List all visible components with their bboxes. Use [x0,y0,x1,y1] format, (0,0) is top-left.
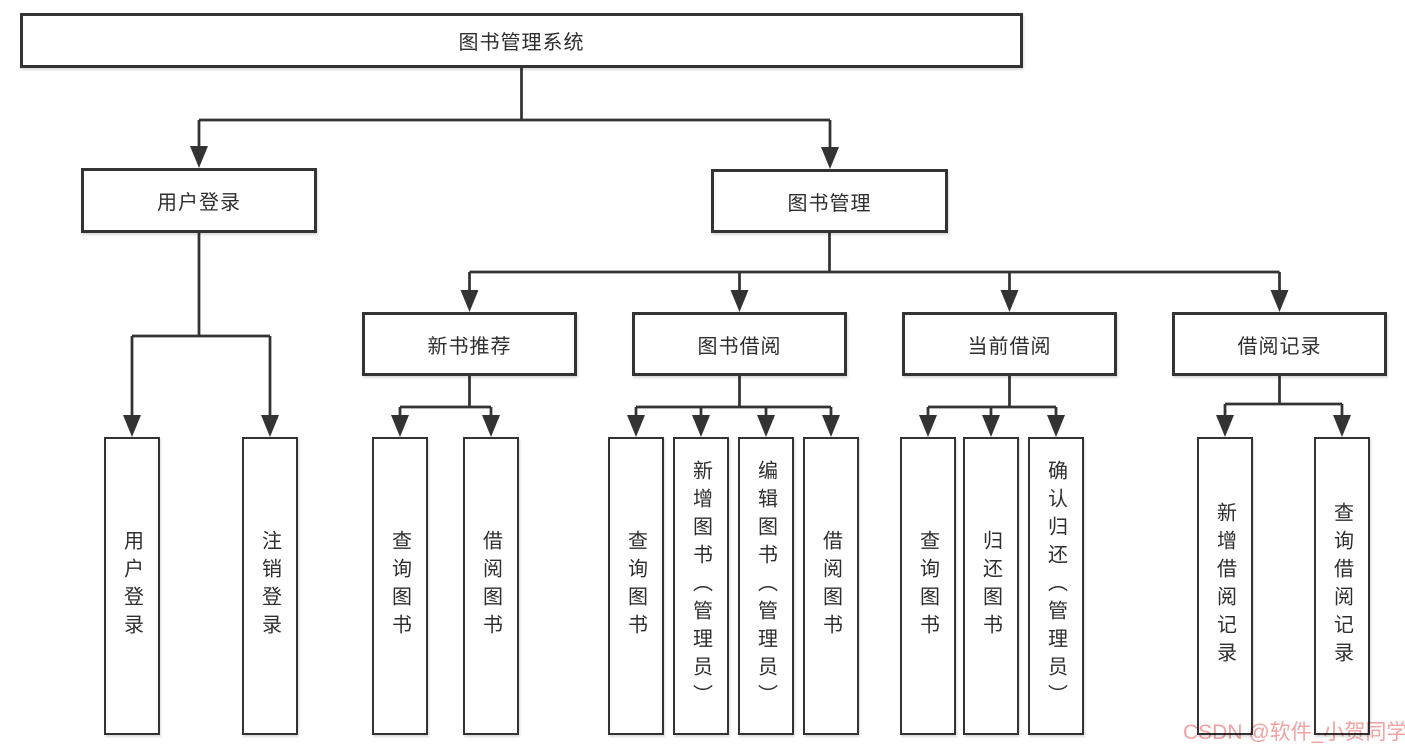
arrowhead-icon [190,146,208,168]
connector-records-to-leaves [1223,376,1344,421]
arrowhead-icon [391,415,409,437]
leaf-query-borrow-record: 查询借阅记录 [1314,437,1370,735]
arrowhead-icon [1000,290,1019,312]
leaf-borrow-books-recommend: 借阅图书 [463,437,519,735]
node-label: 当前借阅 [967,335,1052,358]
node-label: 图书管理系统 [458,32,585,54]
arrowhead-icon [1270,290,1289,312]
leaf-label: 查询图书 [388,530,411,642]
arrowheads [123,146,1351,437]
leaf-label: 编辑图书（管理员） [754,460,777,712]
node-current-borrowing: 当前借阅 [902,312,1117,376]
leaf-label: 新增图书（管理员） [689,460,712,712]
node-label: 图书借阅 [697,335,782,358]
arrowhead-icon [460,290,479,312]
node-book-borrowing: 图书借阅 [632,312,847,376]
arrowhead-icon [822,415,840,437]
arrowhead-icon [627,415,645,437]
arrowhead-icon [123,415,141,437]
node-label: 新书推荐 [427,335,512,358]
leaf-user-login: 用户登录 [104,437,160,735]
connector-bookmgmt-to-level3 [468,233,1281,296]
arrowhead-icon [821,147,839,169]
arrowhead-icon [982,415,1000,437]
leaf-label: 确认归还（管理员） [1044,460,1067,712]
node-user-login: 用户登录 [81,168,317,233]
connector-current-to-leaves [926,376,1058,421]
node-label: 借阅记录 [1237,335,1322,358]
leaf-label: 新增借阅记录 [1213,502,1236,670]
csdn-watermark: CSDN @软件_小贺同学 [1183,721,1405,744]
leaf-edit-books-admin: 编辑图书（管理员） [738,437,794,735]
connector-recommend-to-leaves [398,376,493,421]
arrowhead-icon [730,290,749,312]
arrowhead-icon [1216,415,1234,437]
leaf-add-borrow-record: 新增借阅记录 [1197,437,1253,735]
leaf-label: 归还图书 [979,530,1002,642]
leaf-label: 注销登录 [258,530,281,642]
leaf-return-books: 归还图书 [963,437,1019,735]
node-label: 图书管理 [787,192,872,215]
leaf-label: 查询图书 [624,530,647,642]
node-new-book-recommendation: 新书推荐 [362,312,577,376]
arrowhead-icon [919,415,937,437]
leaf-logout: 注销登录 [242,437,298,735]
arrowhead-icon [692,415,710,437]
connector-root-to-level2 [197,68,832,151]
leaf-add-books-admin: 新增图书（管理员） [673,437,729,735]
connector-borrowing-to-leaves [634,376,833,421]
node-library-management-system: 图书管理系统 [20,13,1023,68]
connector-userlogin-to-leaves [130,233,272,421]
leaf-label: 借阅图书 [819,530,842,642]
arrowhead-icon [261,415,279,437]
node-book-management: 图书管理 [711,169,948,233]
leaf-label: 查询借阅记录 [1330,502,1353,670]
leaf-query-books-current: 查询图书 [900,437,956,735]
leaf-label: 用户登录 [120,530,143,642]
leaf-label: 借阅图书 [479,530,502,642]
leaf-query-books-recommend: 查询图书 [372,437,428,735]
leaf-query-books-borrowing: 查询图书 [608,437,664,735]
arrowhead-icon [1333,415,1351,437]
arrowhead-icon [482,415,500,437]
node-borrowing-records: 借阅记录 [1172,312,1387,376]
leaf-label: 查询图书 [916,530,939,642]
arrowhead-icon [757,415,775,437]
node-label: 用户登录 [157,192,241,214]
leaf-confirm-return-admin: 确认归还（管理员） [1028,437,1084,735]
connector-lines [130,68,1344,421]
leaf-borrow-books-borrowing: 借阅图书 [803,437,859,735]
arrowhead-icon [1047,415,1065,437]
